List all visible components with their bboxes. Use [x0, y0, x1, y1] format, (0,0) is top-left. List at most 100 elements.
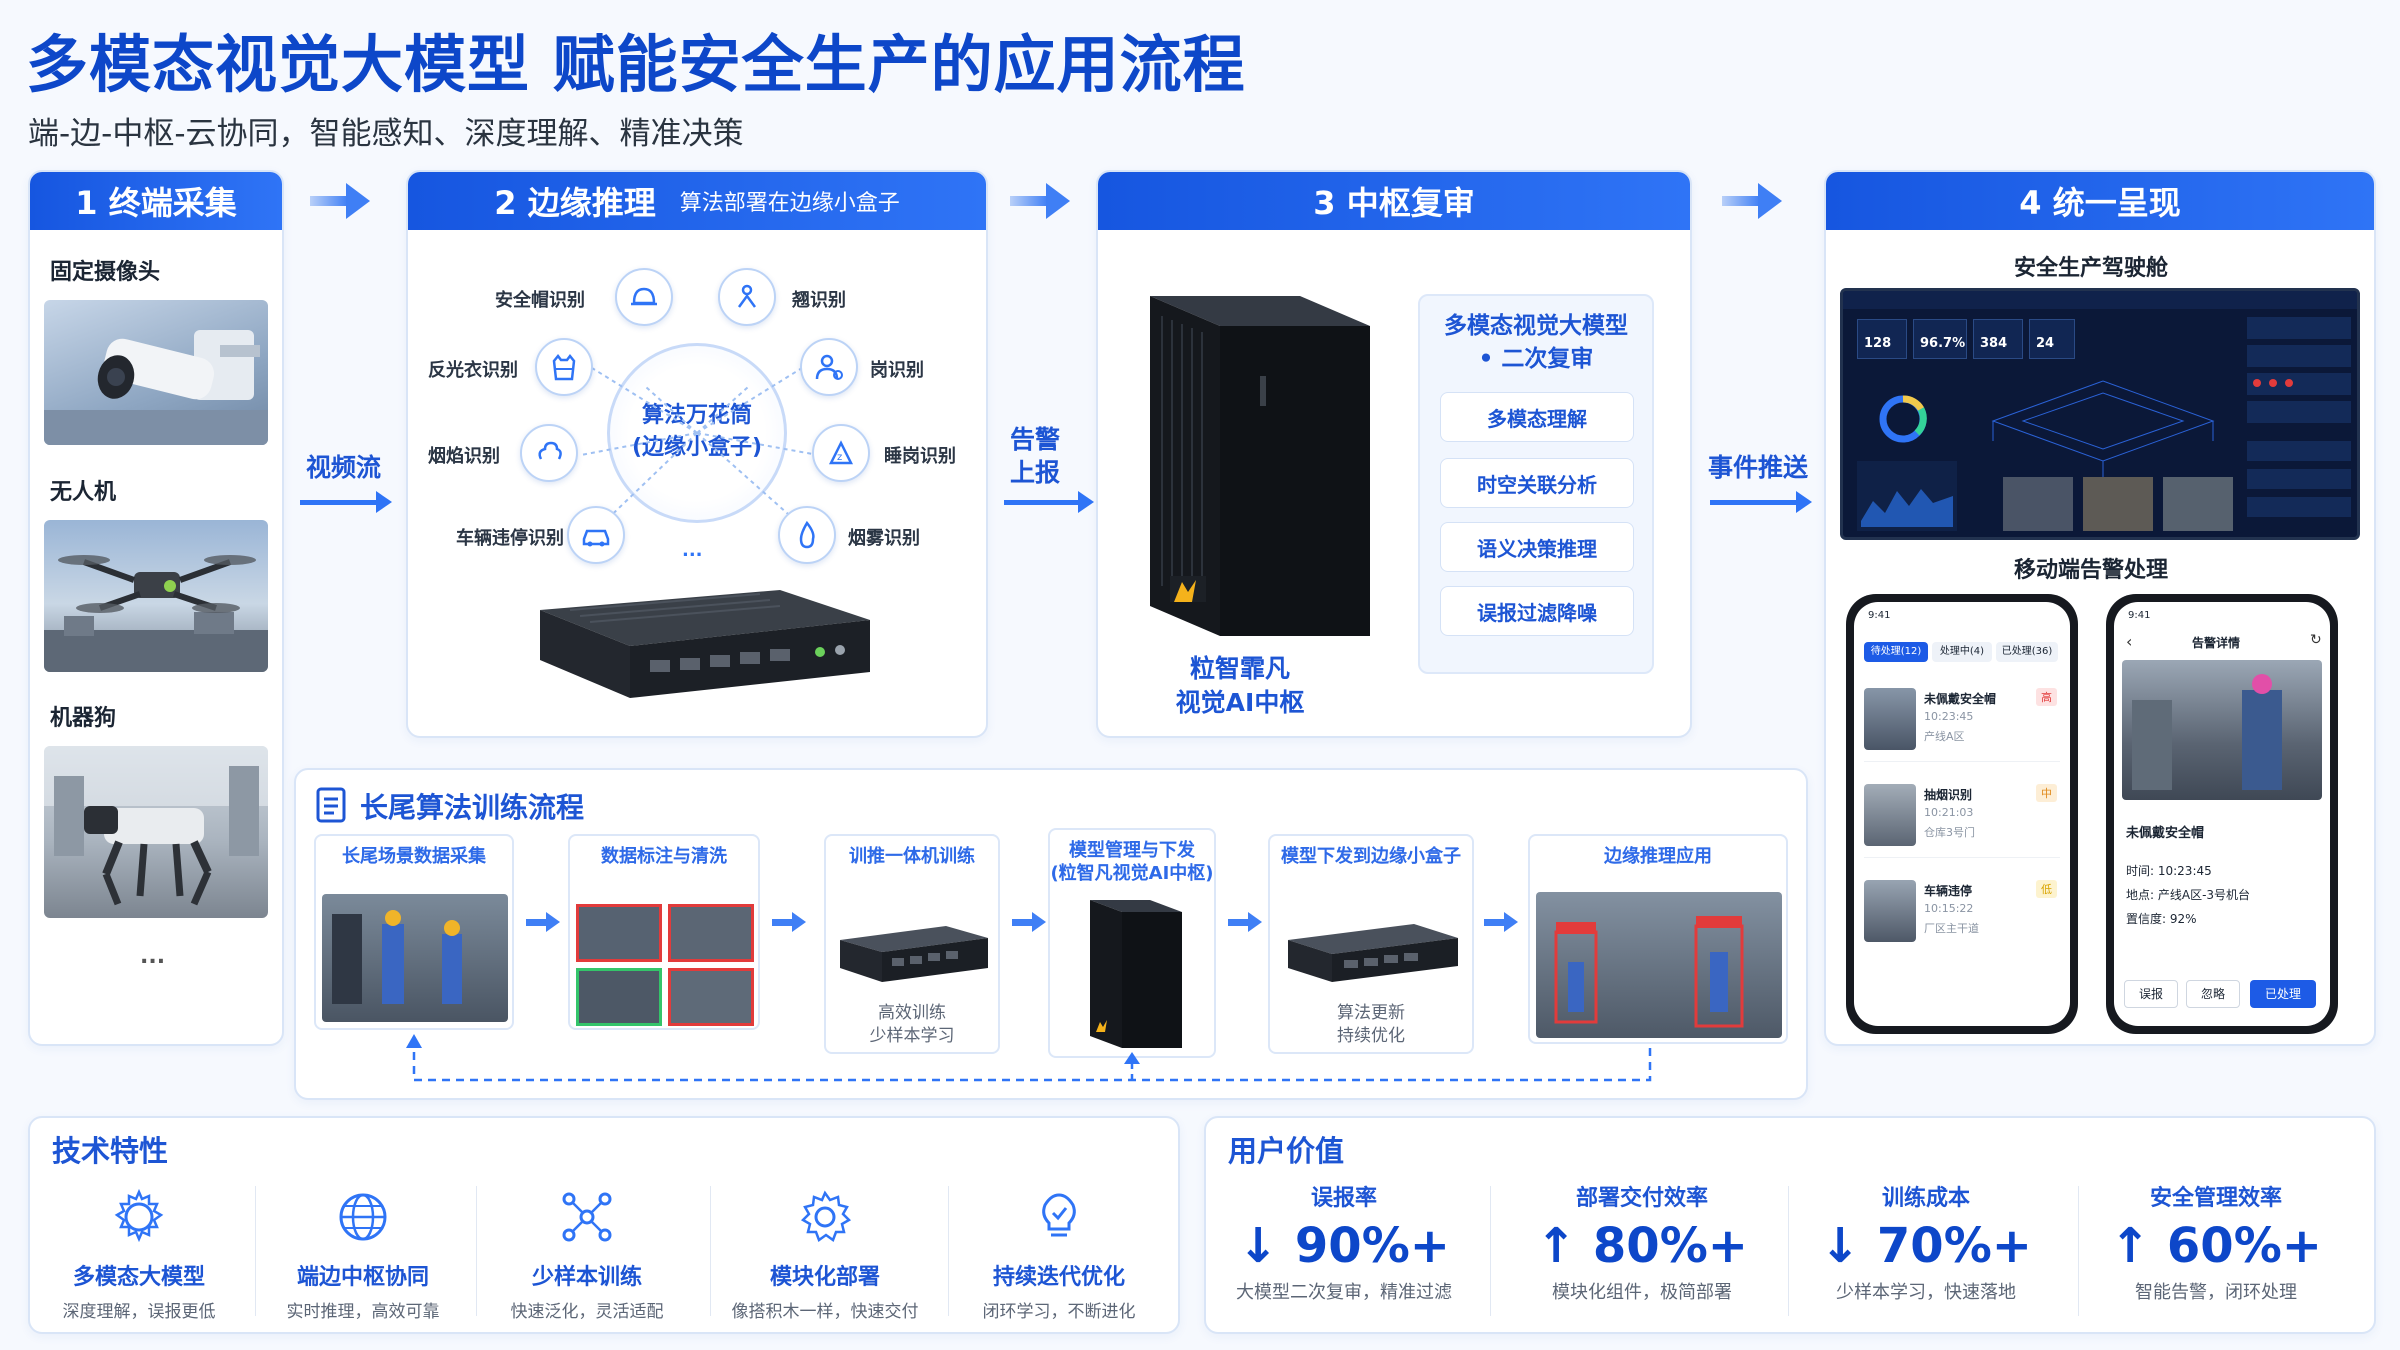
review-card: 多模态视觉大模型 • 二次复审 多模态理解 时空关联分析 语义决策推理 误报过滤… — [1418, 294, 1654, 674]
train-arrow-2 — [772, 912, 806, 932]
svg-text:z: z — [837, 452, 842, 463]
train-arrow-5 — [1484, 912, 1518, 932]
phone2-header: 告警详情 — [2192, 636, 2241, 650]
review-item-multimodal: 多模态理解 — [1440, 392, 1634, 442]
alert-name-3: 车辆违停 — [1924, 884, 1973, 898]
training-title: 长尾算法训练流程 — [360, 791, 585, 824]
helmet-icon — [615, 268, 673, 326]
page-subtitle: 端-边-中枢-云协同，智能感知、深度理解、精准决策 — [28, 116, 744, 152]
stage1-title: 1 终端采集 — [75, 184, 237, 222]
label-tile-3 — [576, 968, 662, 1026]
label-tile-4 — [668, 968, 754, 1026]
training-step-1-photo — [322, 894, 508, 1022]
tech-title: 技术特性 — [52, 1134, 169, 1168]
phone2-alert-name: 未佩戴安全帽 — [2126, 826, 2205, 841]
training-step-4-title-1: 模型管理与下发 — [1069, 840, 1195, 861]
phone2-back-icon[interactable]: ‹ — [2126, 632, 2133, 651]
dashboard-stat-4: 24 — [2029, 319, 2075, 359]
training-hub-device — [1090, 900, 1182, 1048]
training-step-2: 数据标注与清洗 — [568, 834, 760, 1030]
alert-row-1[interactable]: 未佩戴安全帽 10:23:45 产线A区 高 — [1864, 682, 2060, 762]
algo-climb: 翘识别 — [792, 290, 846, 311]
feature-collab-desc: 实时推理，高效可靠 — [286, 1302, 440, 1322]
phone1-tab-processing[interactable]: 处理中(4) — [1932, 642, 1992, 662]
phone2-handled-button[interactable]: 已处理 — [2250, 980, 2316, 1008]
stage4-title: 4 统一呈现 — [2019, 184, 2181, 222]
alert-place-1: 产线A区 — [1924, 730, 1965, 743]
phone2-place-row: 地点: 产线A区-3号机台 — [2126, 888, 2251, 902]
value-false-alarm-name: 误报率 — [1310, 1186, 1377, 1211]
training-step-5-desc: 算法更新 持续优化 — [1270, 1002, 1472, 1048]
alert-time-1: 10:23:45 — [1924, 710, 1974, 723]
review-item-spatiotemporal: 时空关联分析 — [1440, 458, 1634, 508]
feature-modular-name: 模块化部署 — [769, 1265, 880, 1290]
training-step-6-title: 边缘推理应用 — [1604, 846, 1712, 867]
feature-modular: 模块化部署 像搭积木一样，快速交付 — [720, 1185, 930, 1322]
dashboard-stat-2-value: 96.7% — [1920, 336, 1966, 351]
training-step-6-photo — [1536, 892, 1782, 1038]
phone1-tab-done[interactable]: 已处理(36) — [1996, 642, 2058, 662]
drone-photo — [44, 520, 268, 672]
value-false-alarm-num: ↓ 90%+ — [1237, 1218, 1451, 1274]
alert-time-3: 10:15:22 — [1924, 902, 1974, 915]
alert-row-2[interactable]: 抽烟识别 10:21:03 仓库3号门 中 — [1864, 778, 2060, 858]
ai-hub-device — [1150, 296, 1370, 636]
value-false-alarm-desc: 大模型二次复审，精准过滤 — [1236, 1282, 1452, 1303]
phone1-tab-pending[interactable]: 待处理(12) — [1864, 642, 1928, 662]
train-arrow-1 — [526, 912, 560, 932]
label-tile-2 — [668, 904, 754, 962]
feature-collab: 端边中枢协同 实时推理，高效可靠 — [258, 1185, 468, 1322]
phone2-false-alarm-button[interactable]: 误报 — [2124, 980, 2178, 1008]
training-step-2-grid — [576, 904, 754, 1026]
value-training-cost-num: ↓ 70%+ — [1819, 1218, 2033, 1274]
training-step-1-title: 长尾场景数据采集 — [342, 846, 486, 867]
phone2-conf-row: 置信度: 92% — [2126, 912, 2197, 926]
robot-dog-photo — [44, 746, 268, 918]
gear-brain-icon — [34, 1185, 244, 1249]
cockpit-dashboard: 128 96.7% 384 24 — [1840, 288, 2360, 540]
arrow-3-4 — [1722, 183, 1782, 219]
stage3-title: 3 中枢复审 — [1313, 184, 1475, 222]
gear-icon — [720, 1185, 930, 1249]
phone2-refresh-icon[interactable]: ↻ — [2310, 632, 2322, 648]
value-title: 用户价值 — [1228, 1134, 1345, 1168]
phone2-ignore-button[interactable]: 忽略 — [2186, 980, 2240, 1008]
algo-sleep: 睡岗识别 — [884, 446, 956, 467]
stage2-title: 2 边缘推理 — [494, 184, 656, 222]
drone-label: 无人机 — [50, 480, 117, 505]
alert-thumb-3 — [1864, 880, 1916, 942]
training-step-4: 模型管理与下发 (粒智凡视觉AI中枢) — [1048, 828, 1216, 1058]
training-step-6: 边缘推理应用 — [1528, 834, 1788, 1044]
phone-alert-detail: 9:41 ‹ 告警详情 ↻ 未佩戴安全帽 时间: 10:23:45 地点: 产线… — [2106, 594, 2338, 1034]
phone2-screen: 9:41 ‹ 告警详情 ↻ 未佩戴安全帽 时间: 10:23:45 地点: 产线… — [2114, 602, 2330, 1026]
dashboard-stat-3-value: 384 — [1980, 336, 2008, 351]
camera-label: 固定摄像头 — [50, 260, 161, 285]
algorithm-center: 算法万花筒 (边缘小盒子) — [607, 400, 787, 464]
alert-row-3[interactable]: 车辆违停 10:15:22 厂区主干道 低 — [1864, 874, 2060, 954]
algorithm-center-line2: (边缘小盒子) — [631, 434, 763, 460]
phone2-time-row: 时间: 10:23:45 — [2126, 864, 2212, 878]
alert-place-2: 仓库3号门 — [1924, 826, 1975, 839]
feature-iterate-desc: 闭环学习，不断进化 — [982, 1302, 1136, 1322]
camera-photo — [44, 300, 268, 445]
algo-vest: 反光衣识别 — [428, 360, 518, 381]
algo-helmet: 安全帽识别 — [495, 290, 585, 311]
training-step-5-desc-2: 持续优化 — [1337, 1025, 1405, 1046]
algo-flame: 烟雾识别 — [848, 528, 920, 549]
car-icon — [567, 506, 625, 564]
training-step-5: 模型下发到边缘小盒子 算法更新 持续优化 — [1268, 834, 1474, 1054]
alert-level-3: 低 — [2036, 880, 2057, 898]
alert-name-1: 未佩戴安全帽 — [1924, 692, 1997, 706]
value-training-cost: 训练成本 ↓ 70%+ 少样本学习，快速落地 — [1796, 1180, 2056, 1304]
arrow-1-2 — [310, 183, 370, 219]
value-divider-2 — [1788, 1186, 1789, 1316]
training-step-5-title: 模型下发到边缘小盒子 — [1281, 846, 1461, 867]
video-stream-label: 视频流 — [306, 453, 382, 482]
stage1-more: ... — [140, 944, 166, 969]
phone-alert-list: 9:41 待处理(12) 处理中(4) 已处理(36) 未佩戴安全帽 10:23… — [1846, 594, 2078, 1034]
alert-name-2: 抽烟识别 — [1924, 788, 1973, 802]
value-training-cost-name: 训练成本 — [1881, 1186, 1970, 1211]
review-title-line1: 多模态视觉大模型 — [1444, 313, 1628, 339]
page-title: 多模态视觉大模型 赋能安全生产的应用流程 — [26, 28, 1246, 101]
value-safety-mgmt-name: 安全管理效率 — [2149, 1186, 2282, 1211]
